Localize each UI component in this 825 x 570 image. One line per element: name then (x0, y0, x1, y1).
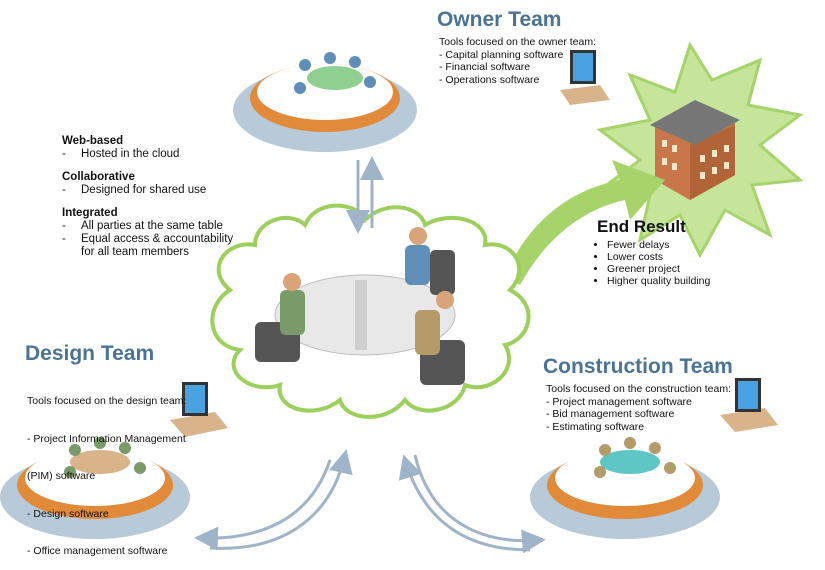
construction-team-table (530, 437, 720, 539)
list-item: All parties at the same table (81, 220, 223, 232)
feature-heading: Integrated (62, 207, 118, 219)
features-list: Web-based -Hosted in the cloud Collabora… (62, 135, 234, 258)
list-item: - Design software (27, 507, 109, 520)
construction-tools-intro: Tools focused on the construction team: (546, 383, 732, 395)
list-item: - Bid management software (546, 408, 675, 420)
design-team-table (0, 437, 190, 539)
construction-tools-list: Tools focused on the construction team: … (546, 383, 731, 433)
owner-team-title: Owner Team (437, 8, 562, 31)
list-item: Greener project (607, 263, 710, 275)
list-item: - Financial software (439, 61, 531, 73)
diagram-illustration (0, 41, 804, 553)
list-item: Equal access & accountability (81, 233, 234, 245)
monitor-icon (560, 50, 610, 105)
owner-tools-intro: Tools focused on the owner team: (439, 36, 597, 48)
list-item: - Capital planning software (439, 48, 564, 61)
list-item: Higher quality building (607, 275, 710, 287)
green-arrow (505, 160, 665, 285)
end-result: End Result Fewer delays Lower costs Gree… (597, 217, 710, 287)
owner-team-table (233, 52, 417, 152)
design-tools-intro: Tools focused on the design team: (27, 395, 187, 407)
list-item: - Project management software (546, 395, 692, 408)
design-tools-list: Tools focused on the design team: - Proj… (27, 370, 186, 570)
feature-heading: Collaborative (62, 171, 135, 183)
list-item: Lower costs (607, 251, 710, 263)
list-item: Hosted in the cloud (81, 148, 180, 160)
monitor-icon (170, 382, 228, 437)
list-item: - Estimating software (546, 420, 645, 433)
list-item: - Operations software (439, 73, 540, 86)
list-item: Fewer delays (607, 239, 710, 251)
monitor-icon (720, 378, 778, 432)
list-item: Designed for shared use (81, 184, 207, 196)
feature-heading: Web-based (62, 135, 124, 147)
list-item: (PIM) software (27, 470, 96, 482)
connection-arrows (194, 156, 546, 553)
building-icon (650, 100, 740, 200)
construction-team-title: Construction Team (543, 355, 733, 378)
list-item: for all team members (81, 246, 190, 258)
list-item: - Office management software (27, 545, 168, 557)
end-result-title: End Result (597, 217, 686, 236)
owner-tools-list: Tools focused on the owner team: - Capit… (439, 36, 596, 86)
design-team-title: Design Team (25, 342, 155, 365)
list-item: - Project Information Management (27, 432, 186, 445)
meeting-table-illustration (255, 227, 465, 385)
